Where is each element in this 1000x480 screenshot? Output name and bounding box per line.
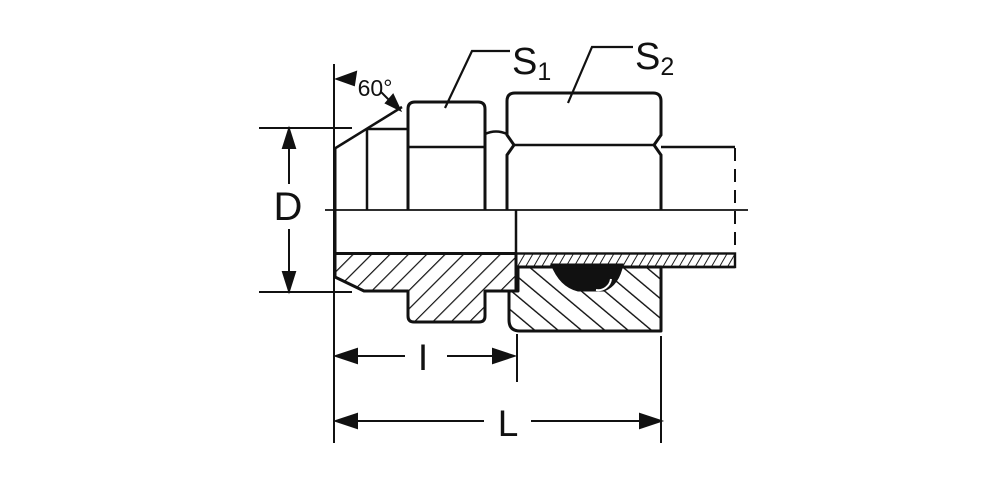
leader-s2	[566, 45, 633, 104]
dim-l	[332, 336, 665, 443]
label-s2: S2	[635, 36, 674, 81]
label-dim-d: D	[274, 185, 303, 229]
text-labels: S1 S2 60° D I L	[274, 36, 675, 444]
seal-edge-highlight	[595, 278, 612, 292]
angle-annotation	[334, 70, 403, 113]
dim-l-arrow-right	[639, 412, 665, 430]
dim-d-arrow-up	[281, 125, 297, 149]
dim-l-arrow-left	[332, 412, 358, 430]
neck-groove-edge	[484, 130, 508, 136]
dim-i	[332, 334, 518, 382]
label-dim-l: L	[498, 403, 519, 444]
dim-i-arrow-right	[492, 347, 518, 365]
label-angle: 60°	[358, 75, 393, 101]
label-s1: S1	[512, 41, 551, 86]
nut-section	[507, 265, 663, 333]
leader-s1	[444, 49, 510, 109]
s1-hex-outline	[406, 100, 487, 210]
angle-arrow-right	[384, 93, 403, 113]
tube-wall-section	[514, 252, 737, 269]
dimensions	[259, 45, 665, 443]
male-body-section	[333, 252, 518, 324]
body-outline-upper-half	[333, 91, 736, 277]
dim-d-arrow-down	[281, 271, 297, 295]
label-s1-subscript: 1	[537, 58, 551, 86]
dim-d	[259, 125, 352, 295]
s2-hex-outline	[505, 91, 663, 210]
dim-i-arrow-left	[332, 347, 358, 365]
label-s2-subscript: 2	[660, 53, 674, 81]
section-lower-half	[333, 210, 737, 333]
angle-arrow-left	[334, 70, 358, 87]
seal-cross-section	[550, 263, 624, 292]
label-dim-i: I	[418, 337, 428, 378]
